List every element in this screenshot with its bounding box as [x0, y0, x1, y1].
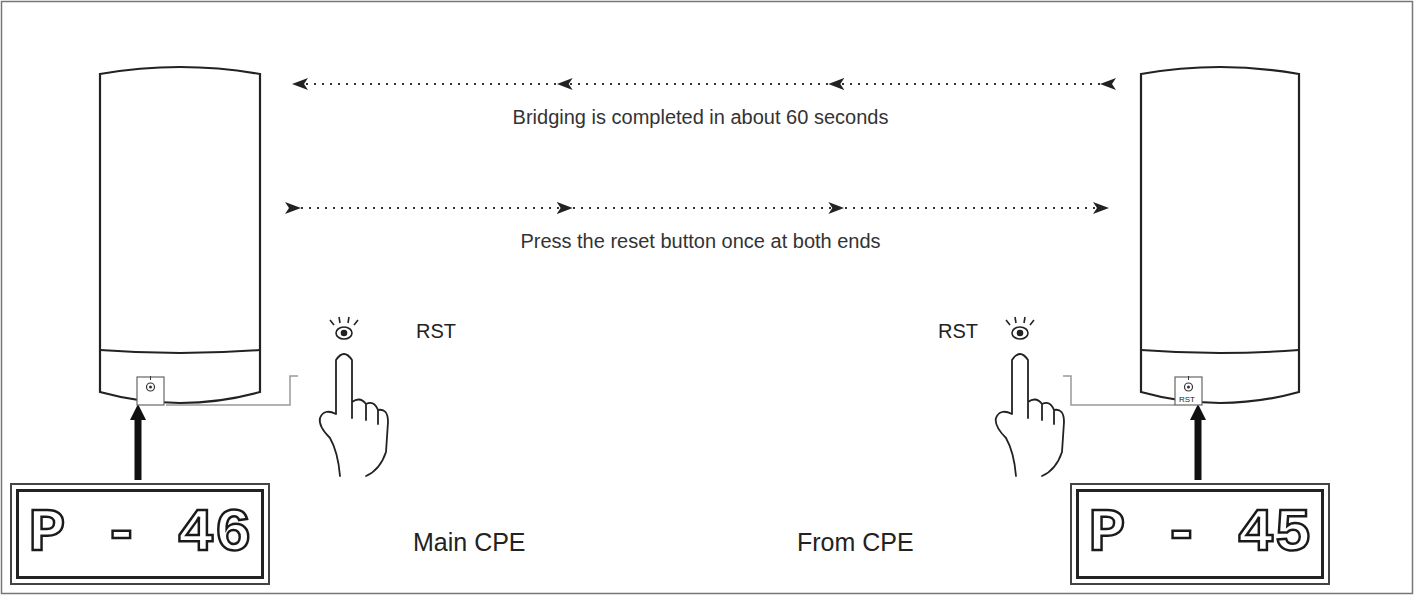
- reset-button: [147, 383, 155, 391]
- button-dot: [1018, 331, 1023, 336]
- dotted-arrow: [293, 83, 1108, 85]
- button-dot: [342, 331, 347, 336]
- edge-label: Bridging is completed in about 60 second…: [510, 106, 892, 129]
- device-name: From CPE: [797, 528, 914, 557]
- device-band: [1141, 350, 1299, 353]
- button-ring: [1012, 327, 1028, 339]
- hand-icon: [320, 354, 1064, 476]
- edge-label: Press the reset button once at both ends: [517, 230, 883, 253]
- leader-line: [166, 376, 1175, 405]
- hand-outline: [320, 354, 388, 476]
- device-outline: [97, 60, 263, 410]
- display-panel: P - 45: [1070, 483, 1330, 585]
- cpe-device: From CPE: [1138, 60, 1302, 410]
- button-label: RST: [938, 320, 978, 343]
- button-rays: [330, 317, 358, 325]
- button-icon: [1006, 317, 1034, 339]
- device-body: [1141, 67, 1299, 403]
- cpe-device: Main CPE: [97, 60, 263, 410]
- device-name: Main CPE: [413, 528, 526, 557]
- device-body: [100, 67, 260, 403]
- hand-outline: [996, 354, 1064, 476]
- reset-tick: [150, 376, 151, 380]
- display-code: P - 45: [1088, 503, 1311, 565]
- hand-icon: [996, 354, 1064, 476]
- reset-port: [137, 377, 164, 405]
- hand-icon: [320, 354, 388, 476]
- button-icon: [330, 317, 358, 339]
- reset-button: [1185, 383, 1193, 391]
- reset-tick: [1188, 376, 1189, 380]
- reset-button-dot: [1187, 386, 1190, 389]
- device-outline: [1138, 60, 1302, 410]
- dotted-arrow: [293, 207, 1108, 209]
- button-rays: [1006, 317, 1034, 325]
- button-label: RST: [1179, 395, 1195, 404]
- reset-port: [1175, 377, 1202, 405]
- device-band: [100, 350, 260, 353]
- display-panel: P - 46: [10, 483, 270, 585]
- button-label: RST: [416, 320, 456, 343]
- pointer-arrow: [135, 420, 142, 480]
- display-code: P - 46: [28, 503, 251, 565]
- button-ring: [336, 327, 352, 339]
- reset-button-dot: [149, 386, 152, 389]
- pointer-arrow: [1195, 420, 1202, 480]
